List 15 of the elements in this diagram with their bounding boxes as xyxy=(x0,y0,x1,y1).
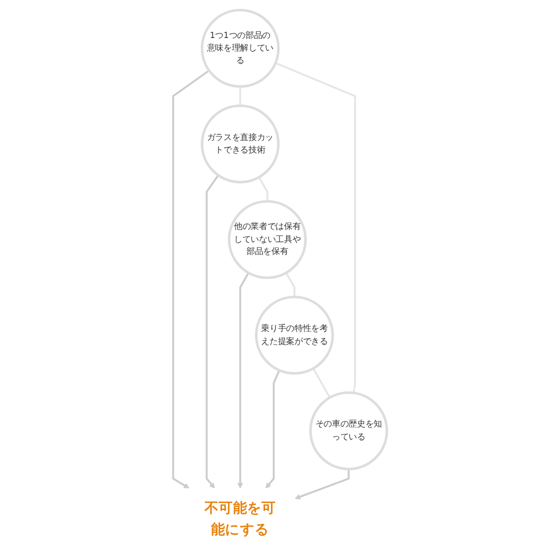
connector xyxy=(275,62,356,394)
node-circle: ガラスを直接カットできる技術 xyxy=(200,104,280,184)
connector xyxy=(312,368,331,398)
node-circle: 他の業者では保有していない工具や部品を保有 xyxy=(228,200,307,280)
arrow xyxy=(266,370,280,488)
arrow xyxy=(172,70,210,488)
arrow xyxy=(294,469,350,500)
connector xyxy=(258,176,268,202)
arrow xyxy=(206,174,220,488)
node-text: 不可能を可能にする xyxy=(204,500,276,538)
arrow xyxy=(237,272,250,488)
node-circle: 乗り手の特性を考えた提案ができる xyxy=(254,296,334,375)
node-circle: その車の歴史を知っている xyxy=(309,391,388,470)
connector xyxy=(285,272,296,297)
node-circle: 1つ1つの部品の意味を理解している xyxy=(200,8,280,88)
